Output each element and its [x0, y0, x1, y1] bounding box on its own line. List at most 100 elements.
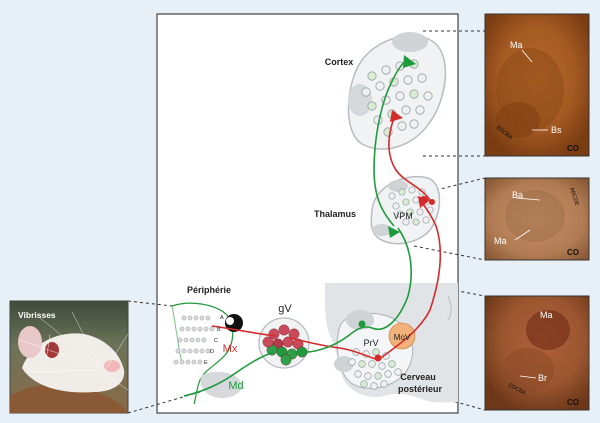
label-prv: PrV	[363, 338, 378, 348]
structure-cell	[408, 186, 416, 194]
structure-cell	[402, 218, 410, 226]
structure-cell	[415, 105, 425, 115]
structure-cell	[422, 216, 430, 224]
periphery-whisker-pad	[171, 302, 243, 405]
structure-cell	[374, 372, 382, 380]
green-pathway-cortex	[373, 59, 409, 227]
whisker-row-e: E	[204, 360, 208, 366]
structure-cell	[360, 380, 368, 388]
structure-cell	[262, 336, 274, 348]
structure-cell	[175, 348, 181, 354]
structure-cell	[361, 87, 371, 97]
structure-cell	[177, 337, 183, 343]
cortex-photo-bs: Bs	[551, 125, 562, 135]
structure-cell	[201, 337, 207, 343]
structure-cell	[380, 380, 388, 388]
label-mx: Mx	[223, 343, 238, 355]
structure-cell	[193, 348, 199, 354]
red-pathway-central	[289, 199, 442, 361]
structure-cell	[193, 315, 199, 321]
whisker-follicles	[173, 315, 215, 365]
pathways	[183, 59, 442, 397]
structure-cell	[392, 202, 400, 210]
structure-cell	[185, 326, 191, 332]
structure-cell	[368, 360, 376, 368]
structure-cell	[181, 348, 187, 354]
label-posterieur: postérieur	[398, 384, 443, 394]
structure-cell	[409, 119, 419, 129]
thalamus-photo-rows: ABCDE	[568, 187, 580, 207]
structure-cell	[367, 71, 377, 81]
thalamus-photo-co: CO	[567, 248, 579, 257]
diagram-labels: Cortex Thalamus VPM Périphérie gV Mx Md …	[187, 57, 443, 394]
structure-cell	[179, 326, 185, 332]
structure-cell	[348, 358, 356, 366]
structure-cell	[367, 101, 377, 111]
structure-cell	[406, 208, 414, 216]
structure-cell	[416, 208, 424, 216]
structure-cell	[370, 382, 378, 390]
structure-cell	[378, 362, 386, 370]
structure-cell	[189, 337, 195, 343]
red-pathway-cortex	[388, 117, 431, 201]
cortex-photo: Ma Bs EDCBA CO	[484, 13, 590, 157]
structure-cell	[412, 196, 420, 204]
label-thalamus: Thalamus	[314, 209, 356, 219]
structure-cell	[412, 218, 420, 226]
label-cerveau: Cerveau	[400, 372, 436, 382]
label-peripherie: Périphérie	[187, 285, 231, 295]
structure-cell	[354, 370, 362, 378]
thalamus-photo-ma: Ma	[494, 236, 507, 246]
structure-cell	[395, 91, 405, 101]
structure-cell	[173, 359, 179, 365]
structure-cell	[423, 91, 433, 101]
structure-cell	[199, 348, 205, 354]
structure-cell	[381, 65, 391, 75]
green-pathway-central	[293, 227, 412, 354]
structure-cell	[388, 192, 396, 200]
red-arrow-cortex	[390, 110, 403, 122]
thalamus-photo: Ba Ma ABCDE CO	[484, 177, 590, 261]
structure-cell	[402, 198, 410, 206]
structure-cell	[364, 372, 372, 380]
structure-cell	[388, 360, 396, 368]
structure-cell	[394, 368, 402, 376]
whisker-row-a: A	[220, 315, 224, 321]
structure-cell	[191, 359, 197, 365]
mouse-photo: Vibrisses	[9, 300, 129, 414]
label-vibrisses: Vibrisses	[18, 310, 56, 320]
label-gv: gV	[278, 303, 292, 315]
green-arrow-thalamus	[388, 226, 400, 238]
label-md: Md	[228, 380, 243, 392]
cortex-photo-ma: Ma	[510, 40, 523, 50]
dashed-connectors	[127, 30, 486, 414]
structure-cell	[396, 210, 404, 218]
structure-cell	[278, 324, 290, 336]
structure-cell	[197, 326, 203, 332]
brainstem-photo: Ma Br EDCBA CO	[484, 295, 590, 411]
brainstem-region	[324, 283, 458, 403]
thalamus-photo-ba: Ba	[512, 190, 523, 200]
label-vpm: VPM	[393, 211, 413, 221]
green-arrow-cortex	[403, 55, 416, 68]
prv-barrelettes	[348, 348, 402, 390]
structure-cell	[199, 315, 205, 321]
whisker-row-c: C	[214, 338, 218, 344]
structure-cell	[205, 348, 211, 354]
structure-cell	[197, 359, 203, 365]
structure-cell	[268, 328, 280, 340]
structure-cell	[384, 370, 392, 378]
pathway-terminals	[358, 55, 435, 362]
structure-cell	[280, 354, 292, 366]
structure-cell	[375, 81, 385, 91]
structure-cell	[179, 359, 185, 365]
whisker-row-b: B	[217, 327, 221, 333]
label-cortex: Cortex	[325, 57, 354, 67]
label-mov: MoV	[394, 333, 411, 342]
cortex-region	[347, 32, 447, 150]
structure-cell	[203, 326, 209, 332]
structure-cell	[191, 326, 197, 332]
structure-cell	[185, 359, 191, 365]
structure-cell	[187, 315, 193, 321]
